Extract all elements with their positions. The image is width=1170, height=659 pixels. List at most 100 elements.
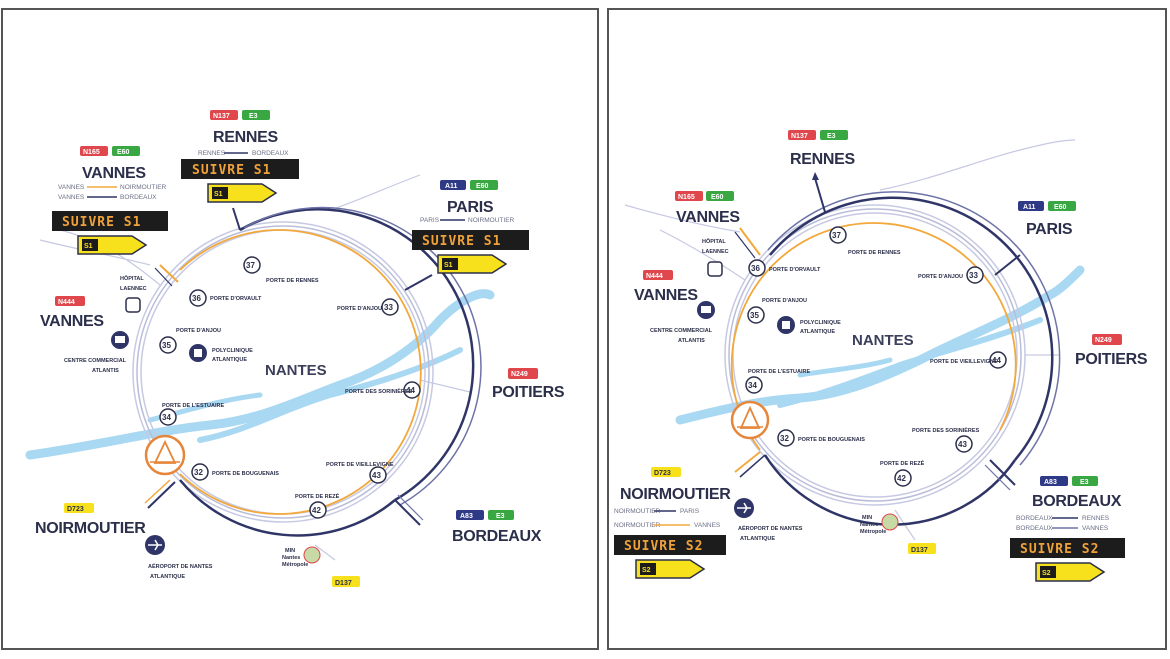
svg-text:43: 43 (958, 440, 967, 449)
city-vannes-left: VANNES (40, 313, 104, 330)
ring-light-2 (136, 225, 430, 519)
svg-text:SUIVRE S1: SUIVRE S1 (192, 163, 271, 178)
mall-poi-right: CENTRE COMMERCIAL ATLANTIS (650, 301, 715, 344)
svg-text:PORTE DE L'ESTUAIRE: PORTE DE L'ESTUAIRE (748, 369, 810, 375)
svg-text:Métropole: Métropole (860, 529, 886, 535)
svg-text:35: 35 (162, 341, 171, 350)
hospital-poi: HÔPITAL LAENNEC (120, 274, 147, 313)
svg-text:ATLANTIQUE: ATLANTIQUE (212, 357, 247, 363)
polyclinic-poi-right: POLYCLINIQUE ATLANTIQUE (777, 316, 841, 335)
svg-text:PARIS: PARIS (420, 217, 440, 224)
svg-text:VANNES: VANNES (58, 184, 85, 191)
svg-text:PORTE DE BOUGUENAIS: PORTE DE BOUGUENAIS (212, 471, 279, 477)
svg-text:E60: E60 (1054, 204, 1067, 211)
svg-text:PORTE DES SORINIÈRES: PORTE DES SORINIÈRES (345, 387, 413, 395)
vannes-left-block: N444 VANNES (40, 296, 105, 330)
svg-text:PORTE DE L'ESTUAIRE: PORTE DE L'ESTUAIRE (162, 403, 224, 409)
svg-text:ATLANTIQUE: ATLANTIQUE (150, 574, 185, 580)
svg-text:N165: N165 (678, 194, 695, 201)
svg-text:ATLANTIS: ATLANTIS (92, 368, 119, 374)
svg-text:D723: D723 (654, 470, 671, 477)
svg-text:MIN: MIN (285, 548, 295, 554)
center-label: NANTES (265, 362, 327, 379)
vannes-top-block: N165 E60 VANNES VANNES NOIRMOUTIER VANNE… (52, 146, 168, 255)
svg-text:VANNES: VANNES (58, 194, 85, 201)
svg-text:S1: S1 (444, 262, 453, 269)
svg-text:S1: S1 (84, 243, 93, 250)
svg-text:37: 37 (832, 231, 841, 240)
svg-text:HÔPITAL: HÔPITAL (120, 274, 144, 282)
svg-text:POLYCLINIQUE: POLYCLINIQUE (212, 348, 253, 354)
svg-text:BORDEAUX: BORDEAUX (252, 150, 289, 157)
svg-text:SUIVRE S1: SUIVRE S1 (62, 215, 141, 230)
spur-rennes-right (814, 177, 826, 213)
svg-text:A83: A83 (460, 513, 473, 520)
svg-text:Métropole: Métropole (282, 562, 308, 568)
svg-text:Nantes: Nantes (282, 555, 300, 561)
svg-text:A11: A11 (445, 183, 458, 190)
vannes-top-block-right: N165 E60 VANNES (675, 191, 741, 226)
svg-text:PORTE DE VIEILLEVIGNE: PORTE DE VIEILLEVIGNE (930, 359, 998, 365)
ring-dark-right (769, 196, 1054, 461)
city-vannes-right: VANNES (676, 209, 740, 226)
bridge-pylon-icon (153, 439, 177, 464)
svg-text:MIN: MIN (862, 515, 872, 521)
loire-branch-right (777, 317, 1043, 408)
ring-orange-s1 (179, 229, 422, 515)
city-rennes-right: RENNES (790, 151, 856, 168)
city-bordeaux: BORDEAUX (452, 528, 542, 545)
svg-text:E60: E60 (117, 149, 130, 156)
city-vannes-left-right: VANNES (634, 287, 698, 304)
metropole-logo-right: MIN Nantes Métropole (860, 513, 899, 535)
ring-dark-south (179, 479, 396, 537)
svg-text:N249: N249 (1095, 337, 1112, 344)
spur-vannes-orange (159, 264, 179, 283)
svg-text:PORTE D'ANJOU: PORTE D'ANJOU (918, 274, 963, 280)
svg-text:AÉROPORT DE NANTES: AÉROPORT DE NANTES (148, 562, 213, 570)
vms-sign-vannes (52, 211, 168, 231)
svg-text:POLYCLINIQUE: POLYCLINIQUE (800, 320, 841, 326)
svg-text:D137: D137 (335, 580, 352, 587)
svg-text:PORTE D'ANJOU: PORTE D'ANJOU (337, 306, 382, 312)
ring-mid-east (243, 206, 482, 506)
spur-bordeaux (394, 499, 421, 526)
svg-text:NOIRMOUTIER: NOIRMOUTIER (120, 184, 167, 191)
svg-text:34: 34 (162, 413, 171, 422)
svg-text:S2: S2 (1042, 570, 1051, 577)
svg-text:ATLANTIQUE: ATLANTIQUE (740, 536, 775, 542)
city-paris: PARIS (447, 199, 494, 216)
svg-text:CENTRE COMMERCIAL: CENTRE COMMERCIAL (64, 358, 127, 364)
svg-text:BORDEAUX: BORDEAUX (1016, 515, 1053, 522)
svg-text:Nantes: Nantes (860, 522, 878, 528)
city-poitiers-right: POITIERS (1075, 351, 1148, 368)
svg-text:SUIVRE S1: SUIVRE S1 (422, 234, 501, 249)
svg-text:VANNES: VANNES (694, 522, 721, 529)
city-vannes: VANNES (82, 165, 146, 182)
svg-text:A83: A83 (1044, 479, 1057, 486)
svg-text:37: 37 (246, 261, 255, 270)
svg-text:SUIVRE S2: SUIVRE S2 (624, 539, 703, 554)
svg-text:HÔPITAL: HÔPITAL (702, 237, 726, 245)
svg-text:ATLANTIQUE: ATLANTIQUE (800, 329, 835, 335)
metropole-logo-icon-right (881, 513, 899, 531)
svg-text:E3: E3 (1080, 479, 1089, 486)
spur-noirmoutier (147, 481, 176, 509)
polyclinic-poi: POLYCLINIQUE ATLANTIQUE (189, 344, 253, 363)
paris-block: A11 E60 PARIS PARIS NOIRMOUTIER SUIVRE S… (412, 180, 529, 274)
svg-text:N137: N137 (791, 133, 808, 140)
svg-text:E3: E3 (496, 513, 505, 520)
poitiers-block-right: N249 POITIERS (1075, 334, 1148, 368)
svg-text:PORTE DE RENNES: PORTE DE RENNES (266, 278, 319, 284)
svg-text:NOIRMOUTIER: NOIRMOUTIER (614, 508, 661, 515)
svg-text:36: 36 (192, 294, 201, 303)
